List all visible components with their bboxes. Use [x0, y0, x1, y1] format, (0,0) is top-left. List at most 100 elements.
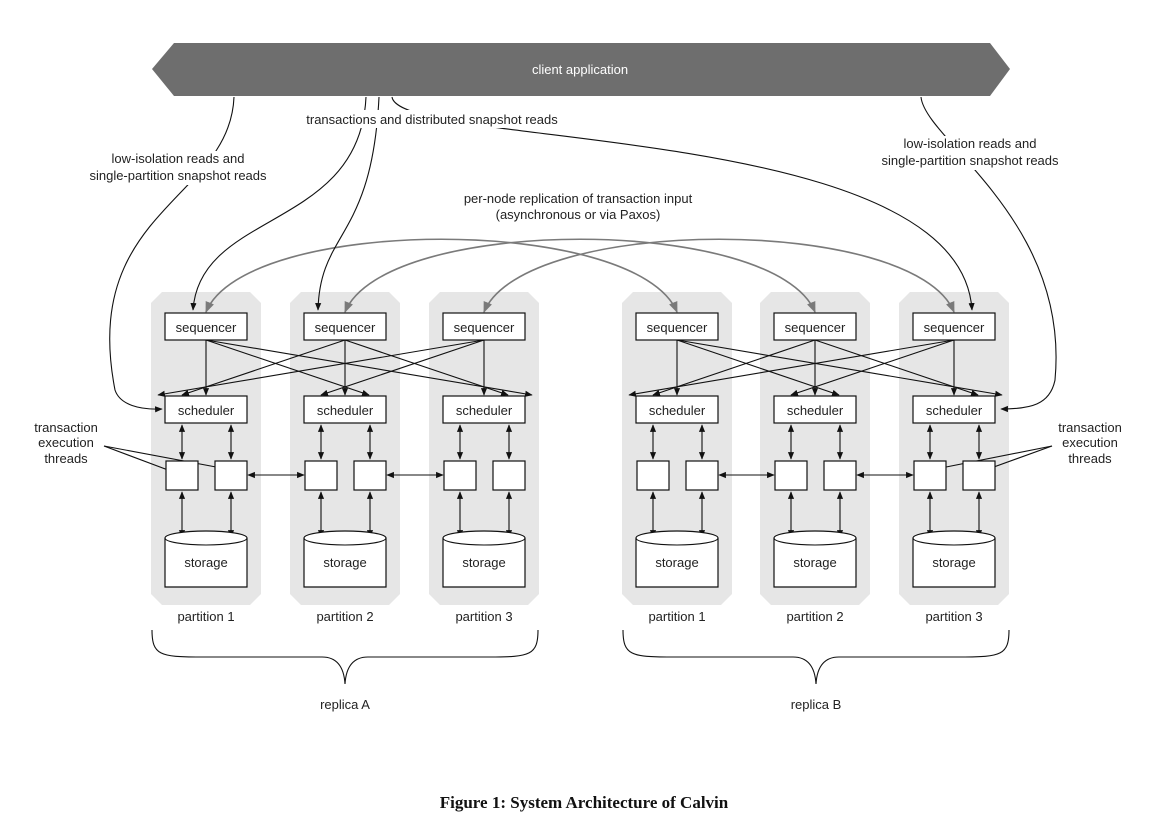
storage-rim-r2p3 — [912, 537, 996, 546]
sequencer-box-r2p1 — [635, 312, 719, 341]
storage-rim-r1p1 — [164, 537, 248, 546]
low-isolation-label-left-line1: low-isolation reads and — [112, 151, 245, 166]
low-isolation-label-right-line1: low-isolation reads and — [904, 136, 1037, 151]
client-application-label: client application — [532, 62, 628, 77]
txn-link-to-r1p2 — [315, 96, 380, 311]
low-isolation-label-left-line2: single-partition snapshot reads — [89, 168, 267, 183]
sequencer-box-r1p3 — [442, 312, 526, 341]
scheduler-label-r2p2: scheduler — [787, 403, 844, 418]
storage-cylinder-r2p3 — [912, 530, 996, 588]
execution-thread-r2p3-2 — [962, 460, 996, 491]
connection-lines — [103, 96, 1057, 538]
execution-thread-r2p2-2 — [823, 460, 857, 491]
scheduler-box-r2p3 — [912, 395, 996, 424]
scheduler-label-r1p1: scheduler — [178, 403, 235, 418]
execution-thread-r2p1-1 — [636, 460, 670, 491]
storage-rim-r2p2 — [773, 537, 857, 546]
execution-thread-r2p1-2 — [685, 460, 719, 491]
scheduler-box-r1p2 — [303, 395, 387, 424]
scheduler-label-r2p1: scheduler — [649, 403, 706, 418]
partition-label-r1p3: partition 3 — [455, 609, 512, 624]
sequencer-to-scheduler-r1p1-p3 — [205, 339, 533, 397]
sequencer-label-r1p3: sequencer — [454, 320, 515, 335]
storage-rim-r1p2 — [303, 537, 387, 546]
low-isolation-label-right-line2: single-partition snapshot reads — [881, 153, 1059, 168]
threads-label-right-line1: transaction — [1058, 420, 1122, 435]
sequencer-to-scheduler-r2p1-p3 — [676, 339, 1003, 397]
execution-thread-r1p2-2 — [353, 460, 387, 491]
scheduler-box-r2p2 — [773, 395, 857, 424]
sequencer-to-scheduler-r2p3-p2 — [790, 339, 955, 396]
replication-arc-p2 — [344, 238, 816, 314]
sequencer-to-scheduler-r1p3-p1 — [157, 339, 485, 397]
sequencer-label-r1p1: sequencer — [176, 320, 237, 335]
sequencer-to-scheduler-r1p3-p2 — [320, 339, 485, 396]
partition-label-r2p2: partition 2 — [786, 609, 843, 624]
sequencer-box-r1p2 — [303, 312, 387, 341]
execution-thread-r1p3-2 — [492, 460, 526, 491]
client-application-banner — [152, 43, 1010, 96]
storage-cylinder-r1p3 — [442, 530, 526, 588]
threads-pointer-right-1 — [930, 445, 1053, 471]
sequencer-box-r1p1 — [164, 312, 248, 341]
threads-label-left-line1: transaction — [34, 420, 98, 435]
replica-a-label: replica A — [320, 697, 370, 712]
replication-arc-p1 — [205, 238, 678, 314]
replication-arc-p3 — [483, 238, 955, 314]
storage-label-r2p3: storage — [932, 555, 975, 570]
replication-label-line2: (asynchronous or via Paxos) — [496, 207, 661, 222]
execution-thread-r1p1-1 — [165, 460, 199, 491]
threads-label-left-line2: execution — [38, 435, 94, 450]
storage-label-r1p3: storage — [462, 555, 505, 570]
storage-label-r1p1: storage — [184, 555, 227, 570]
storage-rim-r1p3 — [442, 537, 526, 546]
sequencer-label-r2p2: sequencer — [785, 320, 846, 335]
storage-rim-r2p1 — [635, 537, 719, 546]
partition-label-r1p1: partition 1 — [177, 609, 234, 624]
sequencer-label-r1p2: sequencer — [315, 320, 376, 335]
scheduler-box-r2p1 — [635, 395, 719, 424]
storage-cylinder-r2p2 — [773, 530, 857, 588]
scheduler-label-r1p2: scheduler — [317, 403, 374, 418]
execution-thread-r2p3-1 — [913, 460, 947, 491]
partition-backgrounds — [151, 292, 1009, 605]
sequencer-box-r2p2 — [773, 312, 857, 341]
partition-nodes: sequencer scheduler storage partition 1 sequ… — [164, 312, 996, 624]
low-iso-link-right — [920, 96, 1057, 413]
threads-label-left-line3: threads — [44, 451, 88, 466]
scheduler-label-r1p3: scheduler — [456, 403, 513, 418]
replica-a-brace — [151, 629, 539, 685]
replica-b-brace — [622, 629, 1010, 685]
partition-label-r2p3: partition 3 — [925, 609, 982, 624]
partition-label-r1p2: partition 2 — [316, 609, 373, 624]
storage-label-r2p1: storage — [655, 555, 698, 570]
scheduler-box-r1p3 — [442, 395, 526, 424]
partition-label-r2p1: partition 1 — [648, 609, 705, 624]
execution-thread-r1p3-1 — [443, 460, 477, 491]
sequencer-to-scheduler-r1p2-p3 — [344, 339, 509, 396]
replication-label-line1: per-node replication of transaction inpu… — [464, 191, 693, 206]
txn-link-to-r1p1 — [190, 96, 367, 311]
sequencer-to-scheduler-r2p3-p1 — [628, 339, 955, 397]
sequencer-label-r2p3: sequencer — [924, 320, 985, 335]
storage-cylinder-r1p2 — [303, 530, 387, 588]
transactions-reads-label: transactions and distributed snapshot re… — [306, 112, 558, 127]
replica-b-label: replica B — [791, 697, 842, 712]
sequencer-label-r2p1: sequencer — [647, 320, 708, 335]
sequencer-to-scheduler-r2p1-p2 — [676, 339, 840, 396]
scheduler-box-r1p1 — [164, 395, 248, 424]
storage-label-r1p2: storage — [323, 555, 366, 570]
execution-thread-r1p2-1 — [304, 460, 338, 491]
execution-thread-r2p2-1 — [774, 460, 808, 491]
scheduler-label-r2p3: scheduler — [926, 403, 983, 418]
storage-cylinder-r2p1 — [635, 530, 719, 588]
sequencer-to-scheduler-r2p2-p3 — [814, 339, 979, 396]
threads-label-right-line3: threads — [1068, 451, 1112, 466]
threads-label-right-line2: execution — [1062, 435, 1118, 450]
figure-caption: Figure 1: System Architecture of Calvin — [440, 793, 729, 812]
storage-label-r2p2: storage — [793, 555, 836, 570]
sequencer-to-scheduler-r1p1-p2 — [205, 339, 370, 396]
sequencer-box-r2p3 — [912, 312, 996, 341]
execution-thread-r1p1-2 — [214, 460, 248, 491]
